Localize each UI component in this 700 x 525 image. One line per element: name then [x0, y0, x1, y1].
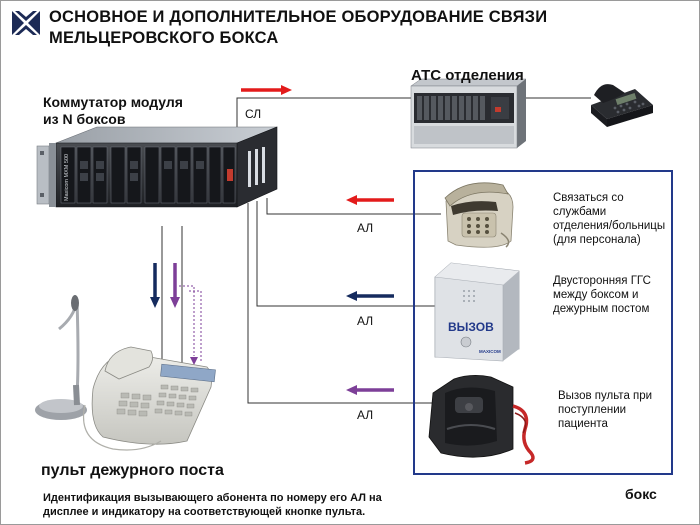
connection-lines [161, 97, 591, 404]
ggs-brand-text: MAXICOM [479, 349, 501, 354]
al2-label: АЛ [357, 314, 374, 328]
arrow-red-al1 [346, 195, 394, 205]
switch-label-line-2: из N боксов [43, 111, 126, 127]
ggs-line-3: дежурным постом [553, 303, 650, 315]
ggs-line-1: Двусторонняя ГГС [553, 275, 651, 287]
al2-line [256, 201, 435, 307]
wall-phone [444, 182, 514, 248]
ggs-label: Двусторонняя ГГС между боксом и дежурным… [553, 274, 651, 316]
switch-rack: Maxicom MXM 500 [36, 126, 278, 208]
ggs-line-2: между боксом и [553, 289, 639, 301]
ggs-panel: ВЫЗОВ MAXICOM [434, 262, 520, 362]
arrow-navy-down [150, 263, 160, 308]
sl-label: СЛ [245, 107, 262, 121]
indicator-arrow-tip [190, 357, 198, 365]
al1-line [266, 198, 441, 215]
title-line-2: МЕЛЬЦЕРОВСКОГО БОКСА [49, 29, 279, 47]
box-border [413, 170, 673, 475]
call-box [428, 375, 535, 465]
switch-label: Коммутатор модуля из N боксов [43, 94, 183, 128]
rack-leds [248, 147, 265, 187]
pbx-label: АТС отделения [411, 67, 524, 84]
sl-line [236, 97, 411, 129]
console-phone [35, 295, 216, 451]
footnote-line-2: дисплее и индикатору на соответствующей … [43, 506, 366, 518]
page-title: ОСНОВНОЕ И ДОПОЛНИТЕЛЬНОЕ ОБОРУДОВАНИЕ С… [49, 7, 547, 49]
contact-line-4: (для персонала) [553, 234, 641, 246]
call-line-1: Вызов пульта при [558, 390, 653, 402]
footnote: Идентификация вызывающего абонента по но… [43, 491, 382, 519]
arrow-purple-down [170, 263, 180, 308]
contact-services-label: Связаться со службами отделения/больницы… [553, 191, 665, 247]
al3-label: АЛ [357, 408, 374, 422]
contact-line-1: Связаться со [553, 192, 624, 204]
console-label: пульт дежурного поста [41, 462, 224, 479]
arrow-navy-al2 [346, 291, 394, 301]
call-console-label: Вызов пульта при поступлении пациента [558, 389, 652, 431]
call-line-2: поступлении [558, 404, 627, 416]
title-line-1: ОСНОВНОЕ И ДОПОЛНИТЕЛЬНОЕ ОБОРУДОВАНИЕ С… [49, 8, 548, 26]
system-phone [591, 84, 653, 127]
rack-ports [80, 161, 204, 181]
al3-line [247, 203, 441, 404]
ggs-panel-text: ВЫЗОВ [448, 320, 494, 334]
rack-brand-text: Maxicom MXM 500 [64, 154, 70, 201]
pbx-unit [410, 78, 527, 149]
call-line-3: пациента [558, 418, 608, 430]
switch-label-line-1: Коммутатор модуля [43, 94, 183, 110]
contact-line-2: службами [553, 206, 607, 218]
arrow-red-sl [241, 85, 292, 95]
indicator-dotted-path [179, 285, 202, 361]
box-label: бокс [625, 486, 657, 502]
maxicom-logo-icon [12, 11, 40, 35]
al1-label: АЛ [357, 221, 374, 235]
arrow-purple-al3 [346, 385, 394, 395]
contact-line-3: отделения/больницы [553, 220, 666, 232]
footnote-line-1: Идентификация вызывающего абонента по но… [43, 492, 382, 504]
